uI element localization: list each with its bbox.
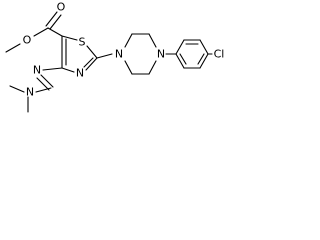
chlorophenyl-ring <box>165 39 213 69</box>
c2-n3-double-bond <box>85 57 98 71</box>
pip-n4-lower-bond <box>148 60 157 75</box>
chlorine-label: Cl <box>214 48 225 61</box>
pip-n1-upper-bond <box>124 33 133 48</box>
o-carbonyl-c-bond <box>33 27 49 37</box>
thiazole-ring <box>61 35 98 73</box>
c5-s-bond <box>61 35 78 41</box>
thiazole-sulfur-label: S <box>79 36 86 49</box>
ph-ipso-lower-inner-line <box>179 53 187 65</box>
pip-upper-right-bond <box>148 33 157 48</box>
ph-para-lower-bond <box>199 53 209 69</box>
ch-nme2-bond <box>35 87 52 93</box>
methyl-ester-group <box>5 11 63 53</box>
ester-oxygen-label: O <box>23 34 32 47</box>
carbonyl-oxygen-label: O <box>57 1 66 14</box>
ph-ipso-lower-bond <box>175 53 185 69</box>
piperazine-nitrogen-1-label: N <box>115 48 123 61</box>
c2-piperazine-n-bond <box>96 53 113 59</box>
c2-n3-inner-line <box>83 57 94 68</box>
chemical-structure: O O S N N N N N Cl <box>5 1 225 113</box>
carbonyl-double-bond-b <box>49 14 62 30</box>
imine-double-bond-b <box>36 77 50 91</box>
methyl-o-bond <box>5 43 21 53</box>
imine-double-bond-a <box>40 74 54 88</box>
imine-nitrogen-label: N <box>33 64 41 77</box>
n3-c4-bond <box>61 67 75 73</box>
atom-labels: O O S N N N N N Cl <box>23 1 225 99</box>
ph-para-lower-inner-line <box>197 53 205 65</box>
piperazine-nitrogen-4-label: N <box>157 48 165 61</box>
s-c2-bond <box>86 45 98 59</box>
pip-lower-left-bond <box>124 60 133 75</box>
c4-imine-n-bond <box>42 67 63 71</box>
thiazole-nitrogen-label: N <box>76 67 84 80</box>
ph-para-upper-bond <box>199 39 209 55</box>
amidine-group <box>9 67 63 113</box>
ph-ipso-upper-bond <box>175 39 185 55</box>
piperazine-ring <box>96 33 157 75</box>
n-methyl-up-bond <box>9 85 25 93</box>
dimethylamino-nitrogen-label: N <box>26 86 34 99</box>
carbonyl-double-bond-a <box>45 11 58 27</box>
carbonyl-c5-bond <box>47 27 63 37</box>
